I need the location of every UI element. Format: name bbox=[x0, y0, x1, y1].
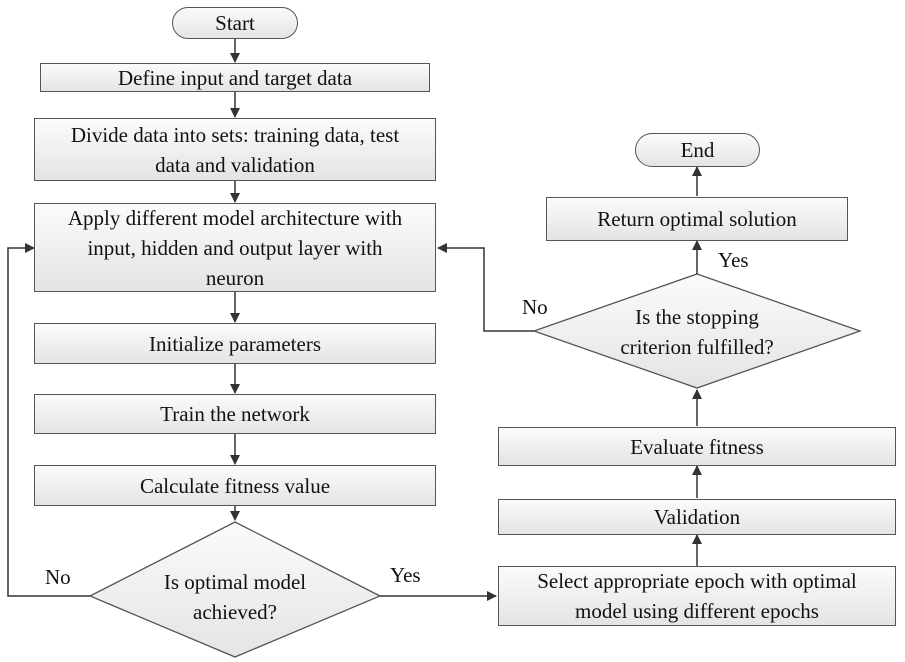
define-input-label: Define input and target data bbox=[117, 65, 353, 90]
arrow-stopping-no-loop bbox=[437, 243, 534, 332]
optimal-decision-text: Is optimal model achieved? bbox=[130, 566, 340, 628]
start-node: Start bbox=[172, 7, 298, 39]
divide-data-node: Divide data into sets: training data, te… bbox=[34, 118, 436, 181]
start-label: Start bbox=[215, 11, 255, 35]
apply-architecture-line-1: Apply different model architecture with bbox=[67, 205, 403, 230]
divide-data-line-1: Divide data into sets: training data, te… bbox=[70, 122, 400, 147]
train-label: Train the network bbox=[160, 402, 310, 426]
optimal-no-label: No bbox=[45, 565, 71, 589]
arrow-optimal-no-loop bbox=[7, 243, 90, 597]
optimal-decision-diamond bbox=[88, 521, 382, 658]
end-node: End bbox=[635, 133, 760, 167]
define-input-node: Define input and target data bbox=[40, 63, 430, 92]
apply-architecture-node: Apply different model architecture with … bbox=[34, 203, 436, 292]
stopping-decision-line-2: criterion fulfilled? bbox=[620, 335, 774, 359]
apply-architecture-line-3: neuron bbox=[205, 265, 265, 290]
select-epoch-node: Select appropriate epoch with optimal mo… bbox=[498, 566, 896, 626]
stopping-no-label: No bbox=[522, 295, 548, 319]
stopping-yes-label: Yes bbox=[718, 248, 749, 272]
validation-node: Validation bbox=[498, 499, 896, 535]
stopping-decision-line-1: Is the stopping bbox=[635, 305, 759, 329]
optimal-yes-label: Yes bbox=[390, 563, 421, 587]
stopping-decision-text: Is the stopping criterion fulfilled? bbox=[592, 301, 802, 363]
train-node: Train the network bbox=[34, 394, 436, 434]
select-epoch-line-1: Select appropriate epoch with optimal bbox=[537, 569, 857, 593]
return-solution-node: Return optimal solution bbox=[546, 197, 848, 241]
divide-data-line-2: data and validation bbox=[155, 152, 315, 177]
evaluate-fitness-node: Evaluate fitness bbox=[498, 427, 896, 466]
optimal-decision-line-2: achieved? bbox=[193, 600, 277, 624]
select-epoch-line-2: model using different epochs bbox=[575, 599, 819, 623]
stopping-decision-diamond bbox=[532, 273, 862, 389]
initialize-label: Initialize parameters bbox=[149, 331, 321, 356]
return-solution-label: Return optimal solution bbox=[597, 207, 797, 231]
calculate-fitness-node: Calculate fitness value bbox=[34, 465, 436, 506]
calculate-fitness-label: Calculate fitness value bbox=[139, 473, 331, 498]
validation-label: Validation bbox=[653, 505, 741, 529]
end-label: End bbox=[680, 138, 715, 162]
initialize-node: Initialize parameters bbox=[34, 323, 436, 364]
optimal-decision-line-1: Is optimal model bbox=[163, 570, 307, 594]
evaluate-fitness-label: Evaluate fitness bbox=[630, 434, 764, 459]
apply-architecture-line-2: input, hidden and output layer with bbox=[87, 235, 383, 260]
